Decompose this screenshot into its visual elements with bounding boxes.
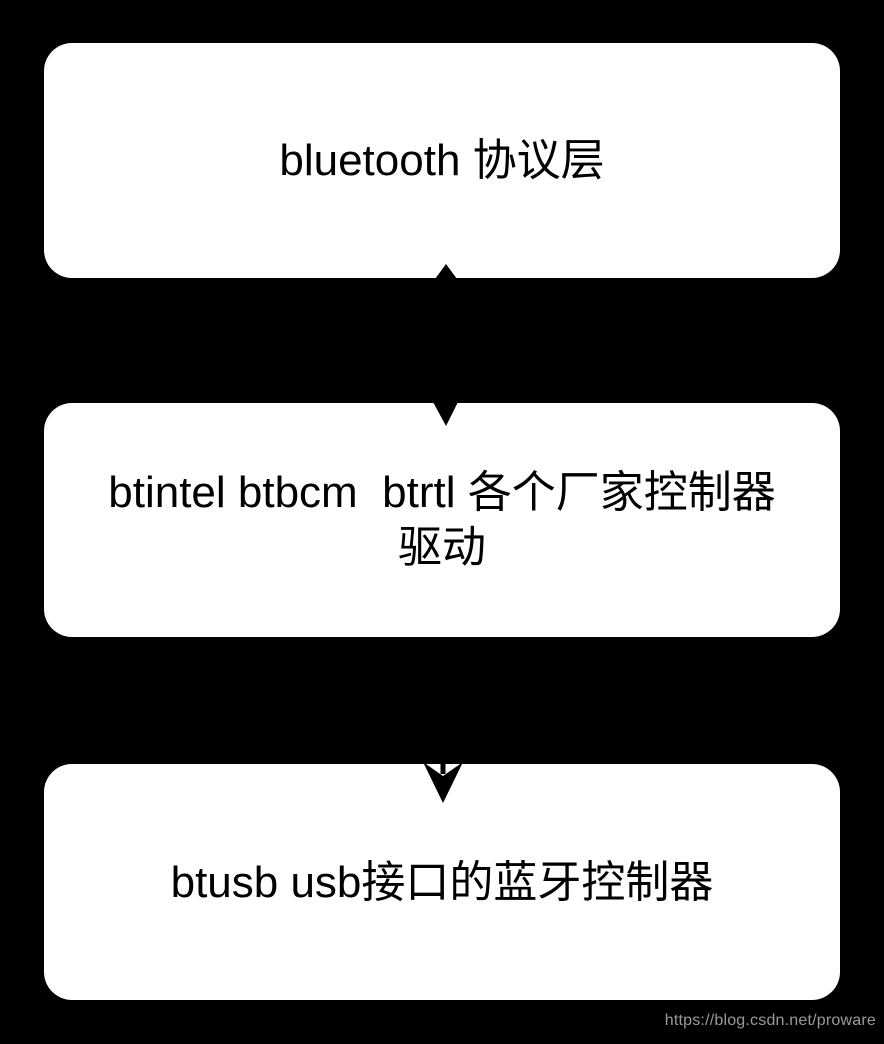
node-label: bluetooth 协议层 [279, 136, 605, 185]
node-vendor-controller-drivers: btintel btbcm btrtl 各个厂家控制器 驱动 [44, 403, 840, 637]
node-bluetooth-protocol-layer: bluetooth 协议层 [44, 43, 840, 278]
node-btusb-controller: btusb usb接口的蓝牙控制器 [44, 764, 840, 1000]
node-label: btusb usb接口的蓝牙控制器 [170, 857, 714, 907]
node-label-line-1: btintel btbcm btrtl 各个厂家控制器 [108, 468, 776, 517]
node-label-line-2: 驱动 [398, 523, 486, 572]
watermark-url: https://blog.csdn.net/proware [664, 1012, 876, 1029]
